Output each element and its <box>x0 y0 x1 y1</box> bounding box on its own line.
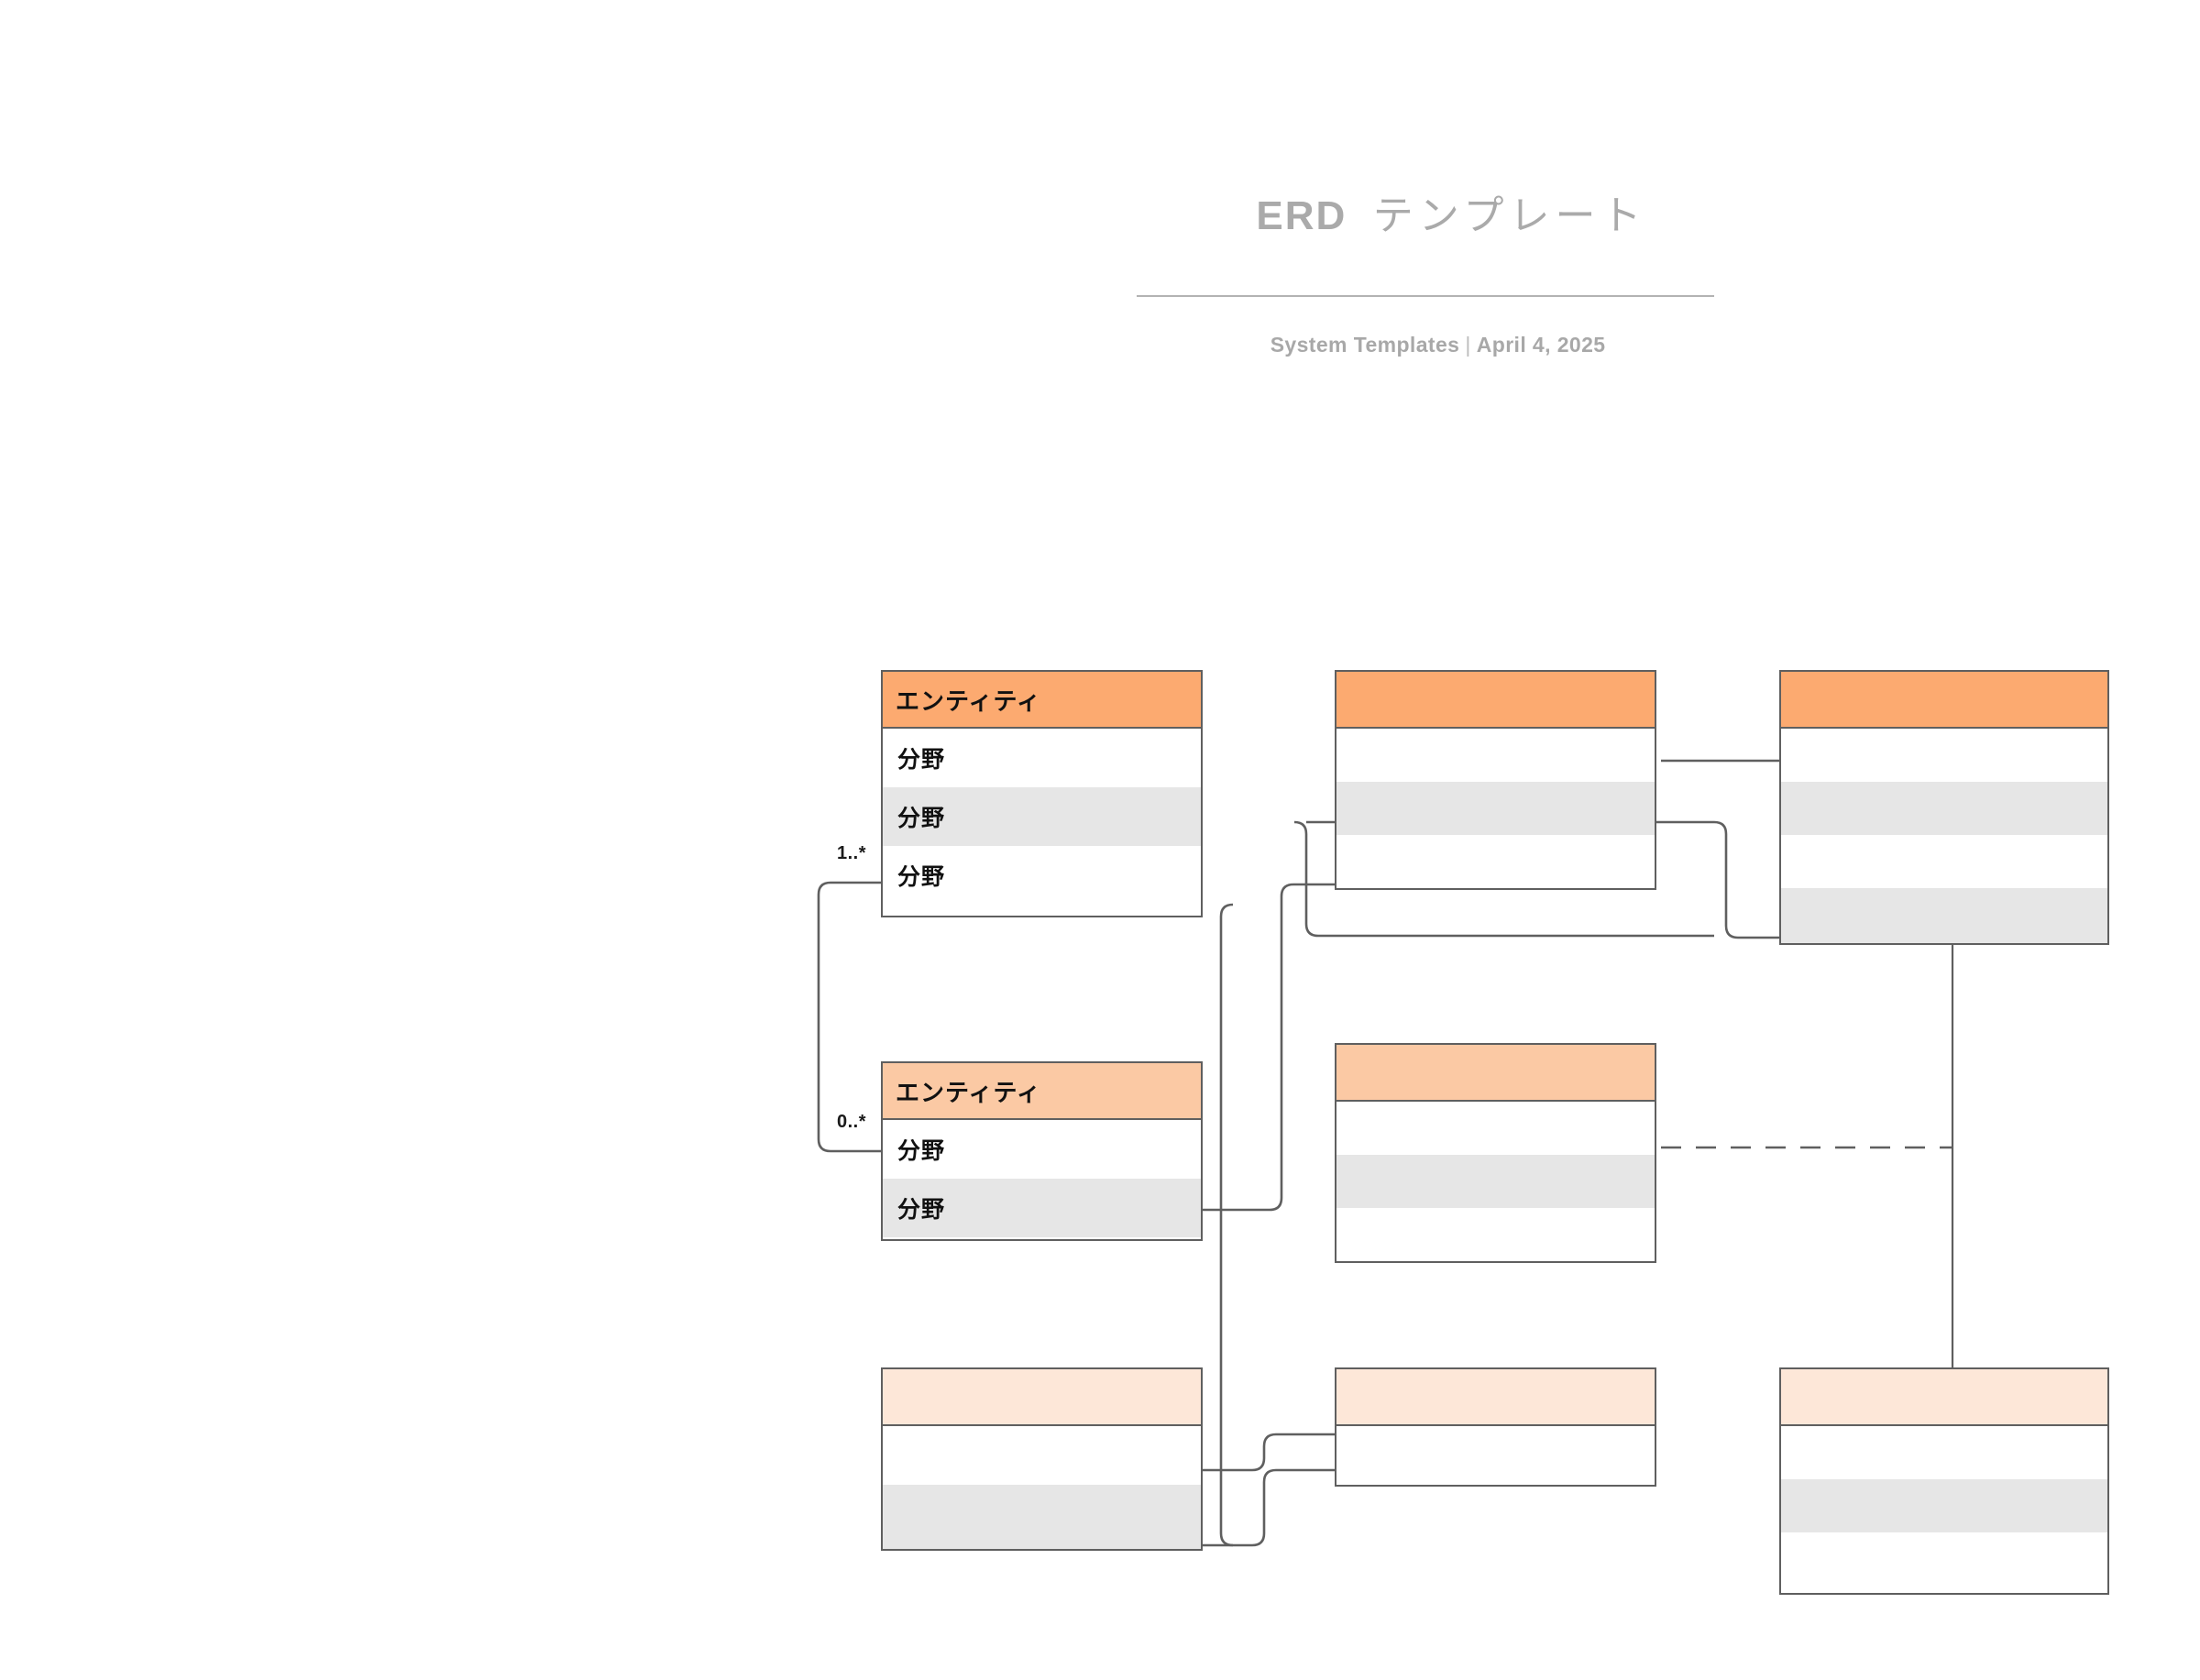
entity-g-header <box>1336 1369 1655 1426</box>
title-divider <box>1137 294 1714 297</box>
entity-d-row-2[interactable]: 分野 <box>883 1179 1201 1237</box>
entity-b-row-1[interactable] <box>1336 729 1655 782</box>
entity-a-row-2-label: 分野 <box>897 806 946 831</box>
entity-box-a[interactable]: エンティティ 分野 分野 分野 <box>881 670 1203 917</box>
multiplicity-label-bottom: 0..* <box>837 1112 867 1132</box>
subtitle-category: System Templates <box>1270 332 1460 357</box>
entity-g-row-1[interactable] <box>1336 1426 1655 1485</box>
entity-d-row-2-label: 分野 <box>897 1197 946 1223</box>
entity-a-header: エンティティ <box>883 672 1201 729</box>
entity-e-header <box>1336 1045 1655 1102</box>
page-title-japanese: テンプレート <box>1372 192 1647 238</box>
document-subtitle: System Templates|April 4, 2025 <box>1137 308 1714 382</box>
subtitle-date: April 4, 2025 <box>1476 332 1606 357</box>
entity-a-row-1[interactable]: 分野 <box>883 729 1201 787</box>
entity-c-row-4[interactable] <box>1781 888 2107 943</box>
entity-c-row-2[interactable] <box>1781 782 2107 835</box>
entity-e-row-3[interactable] <box>1336 1208 1655 1261</box>
entity-box-g[interactable] <box>1335 1367 1656 1487</box>
entity-e-row-2[interactable] <box>1336 1155 1655 1208</box>
connector-f-trunk <box>1203 1468 1335 1547</box>
entity-box-h[interactable] <box>1779 1367 2109 1595</box>
entity-box-f[interactable] <box>881 1367 1203 1551</box>
multiplicity-label-top: 1..* <box>837 843 867 863</box>
entity-d-header: エンティティ <box>883 1063 1201 1120</box>
entity-c-row-1[interactable] <box>1781 729 2107 782</box>
entity-f-row-2[interactable] <box>883 1485 1201 1549</box>
entity-b-header <box>1336 672 1655 729</box>
entity-a-row-1-label: 分野 <box>897 747 946 773</box>
entity-d-title: エンティティ <box>896 1078 1041 1106</box>
entity-e-row-1[interactable] <box>1336 1102 1655 1155</box>
entity-d-row-1[interactable]: 分野 <box>883 1120 1201 1179</box>
entity-d-row-1-label: 分野 <box>897 1138 946 1164</box>
entity-a-row-3[interactable]: 分野 <box>883 846 1201 905</box>
entity-f-row-1[interactable] <box>883 1426 1201 1485</box>
entity-a-title: エンティティ <box>896 686 1041 715</box>
connector-trunk-vertical <box>1219 903 1234 1547</box>
subtitle-separator: | <box>1465 332 1471 357</box>
entity-a-row-3-label: 分野 <box>897 864 946 890</box>
page-title: ERD テンプレート <box>1137 147 1714 286</box>
entity-c-header <box>1781 672 2107 729</box>
connector-d-b <box>1203 883 1335 1212</box>
entity-h-row-3[interactable] <box>1781 1532 2107 1593</box>
document-header: ERD テンプレート System Templates|April 4, 202… <box>1137 147 1714 382</box>
entity-h-header <box>1781 1369 2107 1426</box>
entity-c-row-3[interactable] <box>1781 835 2107 888</box>
entity-box-c[interactable] <box>1779 670 2109 945</box>
entity-b-row-3[interactable] <box>1336 835 1655 888</box>
page-title-main: ERD <box>1256 192 1348 238</box>
entity-box-d[interactable]: エンティティ 分野 分野 <box>881 1061 1203 1241</box>
entity-a-row-2[interactable]: 分野 <box>883 787 1201 846</box>
connector-f-g <box>1203 1433 1335 1472</box>
entity-box-e[interactable] <box>1335 1043 1656 1263</box>
entity-f-header <box>883 1369 1201 1426</box>
entity-b-row-2[interactable] <box>1336 782 1655 835</box>
entity-h-row-1[interactable] <box>1781 1426 2107 1479</box>
entity-box-b[interactable] <box>1335 670 1656 890</box>
entity-h-row-2[interactable] <box>1781 1479 2107 1532</box>
